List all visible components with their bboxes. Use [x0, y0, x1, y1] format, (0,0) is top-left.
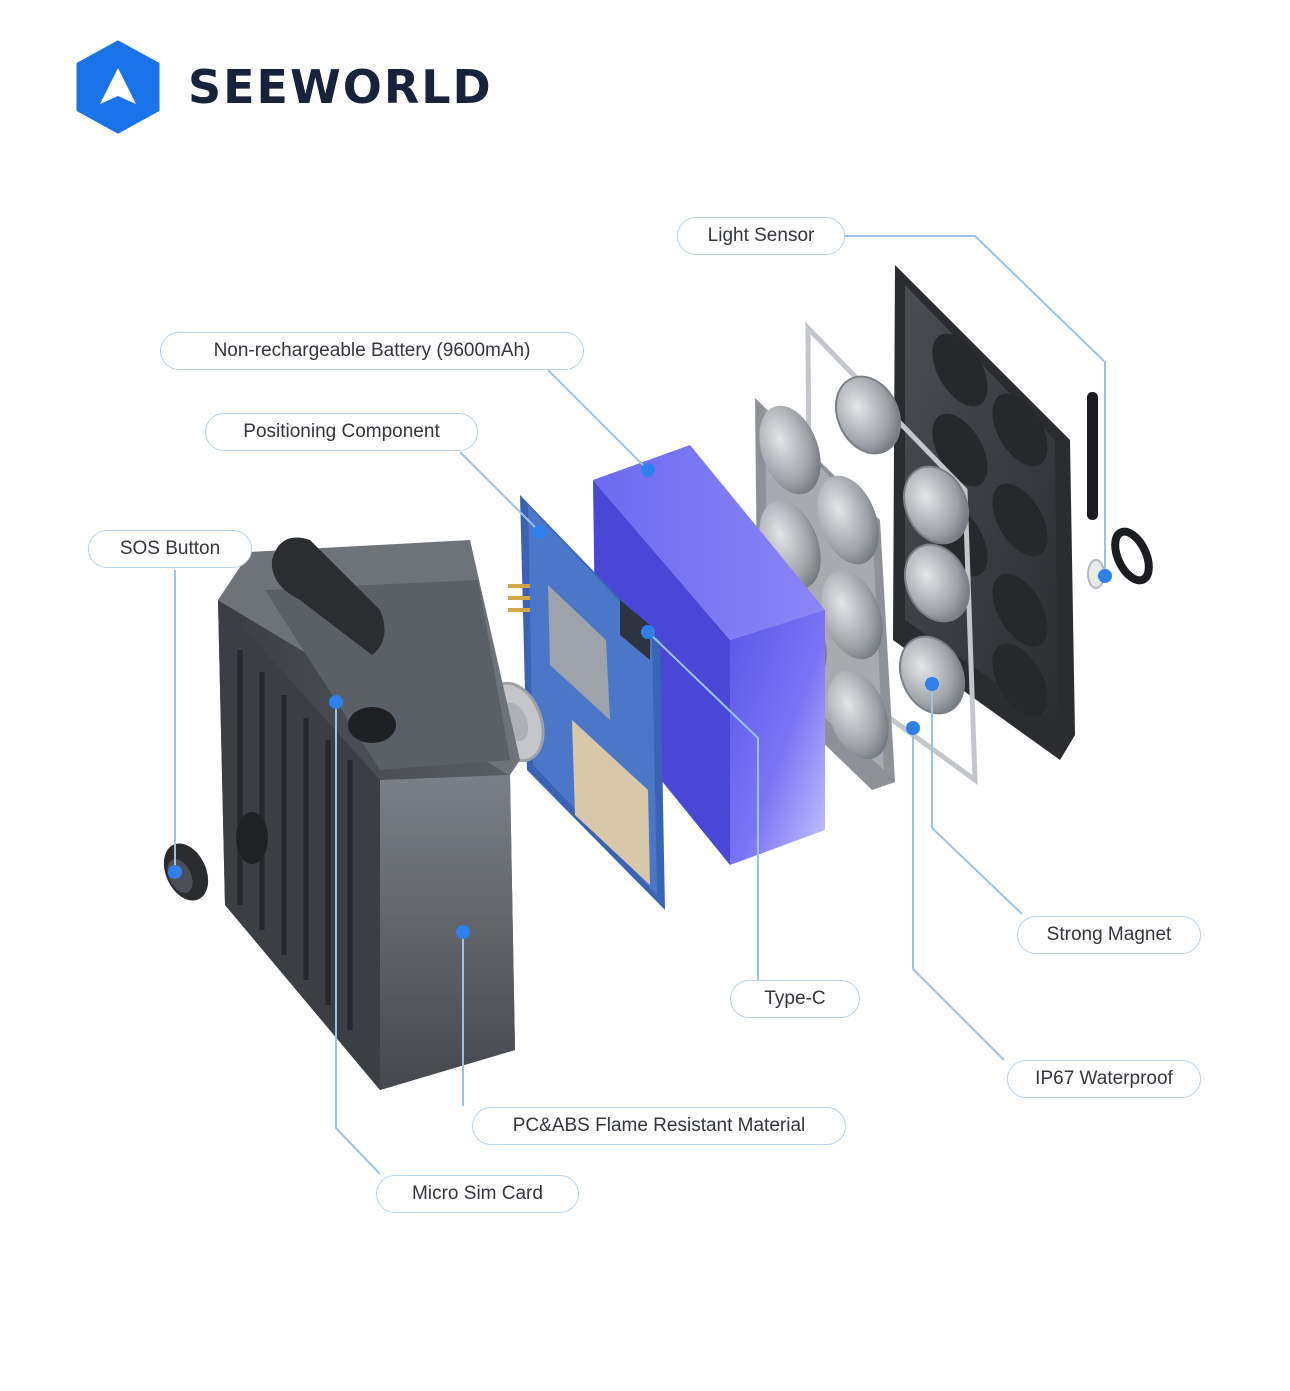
dot-strong-magnet [925, 677, 939, 691]
light-sensor-part [1087, 392, 1153, 589]
dot-material [456, 925, 470, 939]
leader-waterproof [912, 728, 1005, 1061]
strong-magnets [834, 375, 971, 715]
label-battery: Non-rechargeable Battery (9600mAh) [160, 332, 584, 370]
leader-battery [547, 369, 649, 471]
dot-sim-card [329, 695, 343, 709]
dot-light-sensor [1098, 569, 1112, 583]
dot-sos-button [168, 865, 182, 879]
label-type-c: Type-C [730, 980, 860, 1018]
leader-lines [174, 235, 1106, 1175]
label-sos-button: SOS Button [88, 530, 252, 568]
brand-header: SEEWORLD [76, 40, 493, 134]
dot-positioning [533, 525, 547, 539]
label-positioning: Positioning Component [205, 413, 478, 451]
leader-type-c [647, 631, 759, 980]
dot-battery [641, 463, 655, 477]
main-housing [218, 537, 520, 1090]
leader-strong-magnet [931, 684, 1023, 915]
dot-waterproof [906, 721, 920, 735]
label-material: PC&ABS Flame Resistant Material [472, 1107, 846, 1145]
battery-block [593, 445, 825, 865]
leader-sim-card [335, 702, 381, 1175]
sos-button-part [163, 843, 209, 901]
label-strong-magnet: Strong Magnet [1017, 916, 1201, 954]
dot-type-c [641, 625, 655, 639]
leader-light-sensor [845, 235, 1106, 576]
anchor-dots [168, 463, 1112, 939]
positioning-pcb [508, 495, 665, 910]
leader-positioning [459, 451, 541, 533]
brand-name: SEEWORLD [188, 60, 493, 114]
label-sim-card: Micro Sim Card [376, 1175, 579, 1213]
label-light-sensor: Light Sensor [677, 217, 845, 255]
label-waterproof: IP67 Waterproof [1007, 1060, 1201, 1098]
seeworld-hexagon-logo-icon [76, 40, 160, 134]
